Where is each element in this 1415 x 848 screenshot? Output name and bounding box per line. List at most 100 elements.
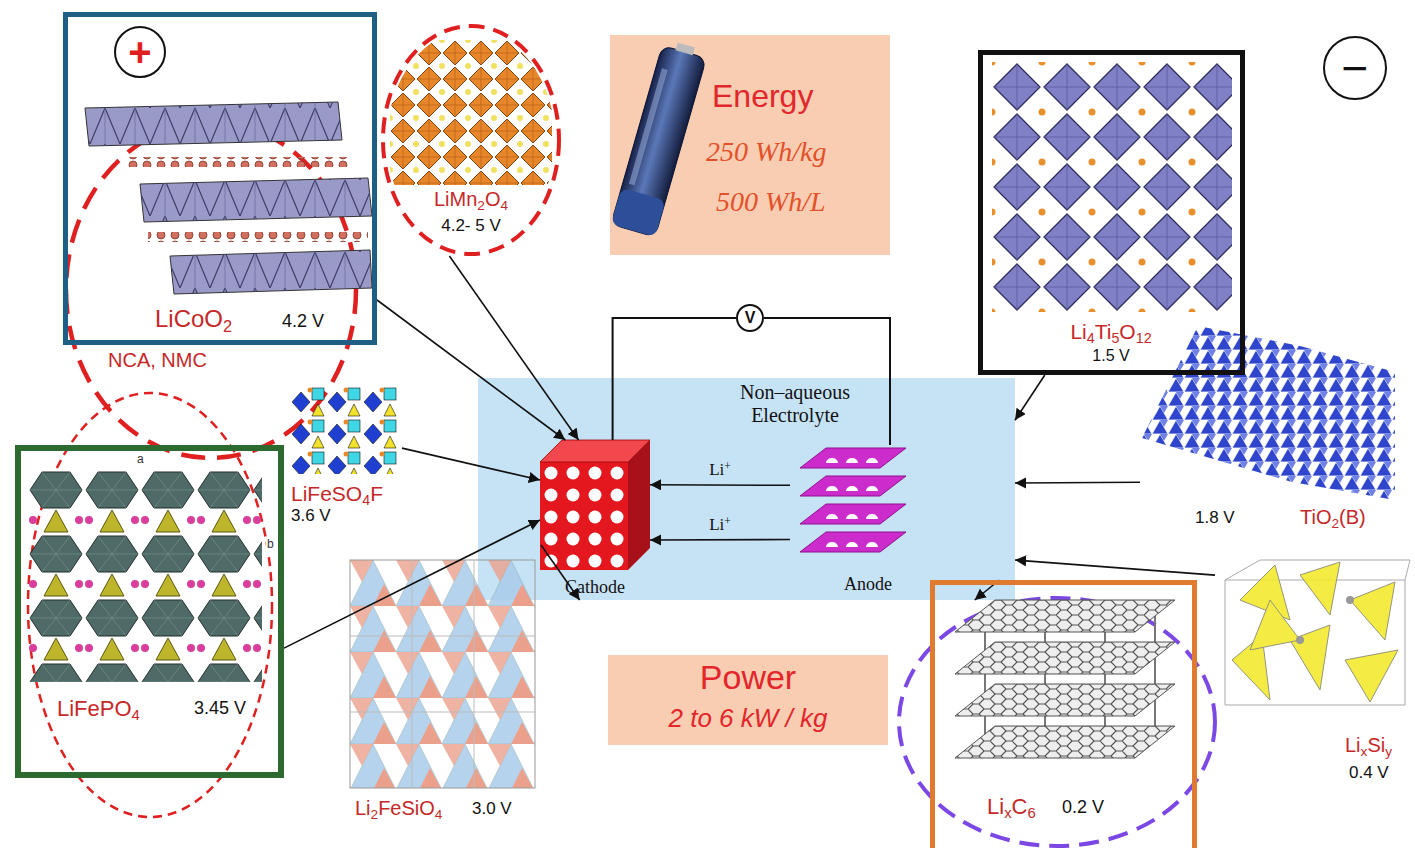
layer-face — [955, 600, 1175, 632]
arrow-connector — [284, 520, 540, 648]
anode: Anode — [790, 445, 910, 600]
dashed-highlight — [28, 393, 272, 817]
anode-sheet — [800, 448, 906, 468]
subscript: y — [1385, 744, 1392, 759]
electrode-label: Cathode — [565, 577, 625, 598]
wire — [613, 318, 736, 440]
anode-sheet — [800, 476, 906, 496]
ion-label: Li+ — [706, 460, 734, 480]
octahedra-slab — [140, 178, 372, 222]
octahedra-slab — [85, 102, 342, 146]
cube-front — [540, 462, 628, 570]
polarity-sign: + — [128, 32, 151, 72]
formula-label: Li4Ti5O12 — [1070, 320, 1151, 344]
arrow-connector — [1015, 481, 1140, 483]
subscript: 1 — [1136, 330, 1144, 346]
subscript: 4 — [362, 492, 370, 508]
material-structure: LiFeSO4F3.6 V — [288, 380, 402, 528]
voltage-label: 1.8 V — [1195, 508, 1235, 528]
superscript: + — [724, 515, 731, 528]
voltage-label: 4.2 V — [282, 311, 324, 332]
power-panel — [608, 655, 888, 745]
energy-box: Energy250 Wh/kg500 Wh/L — [610, 35, 890, 255]
subscript: 2 — [1331, 516, 1339, 531]
atom — [1346, 596, 1354, 604]
formula-label: LiMn2O4 — [434, 188, 508, 211]
unit-cell-lines — [1225, 560, 1410, 705]
spinel-lattice — [992, 62, 1232, 312]
electrode-label: Anode — [844, 574, 892, 595]
layer-hexagons — [955, 600, 1175, 632]
family-label: NCA, NMC — [108, 349, 207, 372]
subscript: 4 — [132, 706, 140, 723]
atom — [1296, 636, 1304, 644]
octahedra-slab — [85, 102, 342, 146]
formula-label: TiO2(B) — [1300, 506, 1366, 529]
subscript: 4 — [500, 198, 508, 213]
formula-label: LixC6 — [985, 794, 1038, 819]
formula-label: LixSiy — [1345, 734, 1392, 757]
graphene-layer — [955, 726, 1175, 758]
formula-label: LiCoO2 — [155, 305, 232, 333]
graphene-layer — [955, 642, 1175, 674]
subscript: 2 — [371, 807, 379, 822]
anode-sheet — [800, 532, 906, 552]
battery-picture — [611, 39, 708, 237]
octahedra-slab — [140, 178, 372, 222]
anode-sheet — [800, 504, 906, 524]
arrow-connector — [1015, 375, 1045, 420]
value-label: 250 Wh/kg — [706, 136, 827, 168]
formula-label: LiFePO4 — [55, 696, 142, 721]
material-structure: Li2FeSiO43.0 V — [345, 545, 590, 825]
material-structure: LixSiy 0.4 V — [1215, 555, 1412, 792]
battery-cap — [675, 43, 695, 56]
graphene-layer — [955, 600, 1175, 632]
cube-holes — [540, 462, 628, 570]
arrow-connector — [1015, 560, 1215, 575]
silicate-lattice — [350, 560, 535, 788]
outline-ellipse — [383, 26, 559, 254]
subscript: 4 — [435, 807, 443, 822]
arrow-connector — [449, 256, 578, 440]
olivine-lattice — [28, 470, 262, 682]
arrow-connector — [650, 539, 790, 541]
power-box: Power2 to 6 kW / kg — [608, 655, 888, 745]
outline-ellipse — [737, 305, 763, 331]
subscript: 5 — [1111, 330, 1119, 346]
voltage-label: 1.5 V — [1092, 347, 1129, 365]
octahedra-slab — [170, 250, 372, 294]
graphene-layer — [955, 684, 1175, 716]
voltage-label: 0.2 V — [1060, 797, 1106, 818]
cathode-cube — [540, 440, 650, 570]
octahedra-slab — [170, 250, 372, 294]
cube-side — [628, 440, 650, 570]
axis-label: b — [266, 538, 275, 552]
tavorite-lattice — [292, 386, 398, 474]
arrow-connector — [650, 484, 790, 486]
unit-cell-lines — [350, 560, 535, 788]
outline-ellipse — [1324, 37, 1386, 99]
battery-shine — [629, 68, 668, 185]
battery-band — [611, 188, 666, 237]
heading: Non–aqueous Electrolyte — [720, 381, 870, 427]
polarity-circle: − — [1323, 36, 1387, 100]
spinel-lattice — [390, 40, 552, 185]
subscript: x — [1004, 804, 1011, 821]
energy-panel — [610, 35, 890, 255]
material-circle: LiMn2O4 4.2- 5 V — [381, 24, 561, 256]
polarity-sign: − — [1342, 45, 1369, 91]
outline-ellipse — [115, 27, 165, 77]
voltage-label: 0.4 V — [1349, 763, 1389, 783]
formula-label: Li2FeSiO4 — [355, 797, 442, 820]
axis-label: a — [136, 453, 145, 467]
voltmeter-circle: V — [736, 304, 764, 332]
superscript: + — [724, 460, 731, 473]
subscript: 2 — [1144, 330, 1152, 346]
subscript: 2 — [477, 198, 485, 213]
voltage-label: 4.2- 5 V — [441, 216, 501, 236]
material-box: LiCoO24.2 VNCA, NMC+ — [63, 12, 377, 345]
material-box: LiFePO43.45 V — [15, 445, 284, 778]
dashed-highlight — [899, 598, 1215, 846]
tetrahedra — [1232, 562, 1398, 702]
